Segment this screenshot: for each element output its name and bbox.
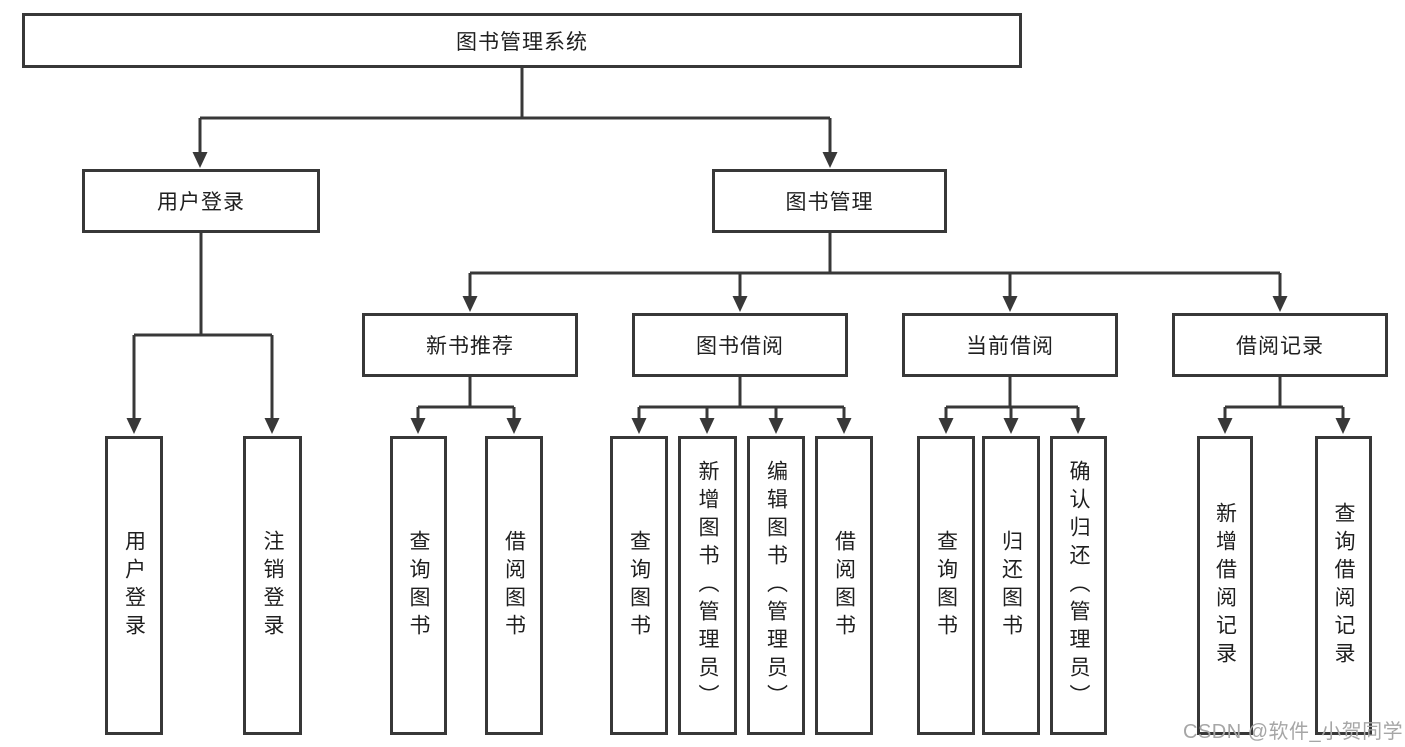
leaf-add-book-admin: 新增图书（管理员） [678, 436, 737, 735]
leaf-query-books-borrowing-label: 查询图书 [627, 529, 651, 642]
leaf-query-books-current: 查询图书 [917, 436, 975, 735]
node-borrowing-records: 借阅记录 [1172, 313, 1388, 377]
leaf-borrow-books-borrowing: 借阅图书 [815, 436, 873, 735]
csdn-watermark: CSDN @软件_小贺同学 [1183, 721, 1404, 743]
leaf-logout: 注销登录 [243, 436, 302, 735]
leaf-query-books-borrowing: 查询图书 [610, 436, 668, 735]
node-book-management: 图书管理 [712, 169, 947, 233]
leaf-add-borrow-record: 新增借阅记录 [1197, 436, 1253, 735]
leaf-query-borrow-record: 查询借阅记录 [1315, 436, 1372, 735]
leaf-return-books: 归还图书 [982, 436, 1040, 735]
node-current-borrowing: 当前借阅 [902, 313, 1118, 377]
node-user-login: 用户登录 [82, 169, 320, 233]
leaf-logout-label: 注销登录 [261, 529, 284, 642]
leaf-user-login-label: 用户登录 [122, 529, 146, 642]
leaf-return-books-label: 归还图书 [999, 529, 1023, 642]
leaf-query-books-recommend: 查询图书 [390, 436, 447, 735]
leaf-borrow-books-recommend-label: 借阅图书 [502, 529, 526, 642]
leaf-query-books-recommend-label: 查询图书 [407, 529, 430, 642]
node-book-borrowing: 图书借阅 [632, 313, 848, 377]
leaf-confirm-return-admin: 确认归还（管理员） [1050, 436, 1107, 735]
leaf-query-books-current-label: 查询图书 [934, 529, 958, 642]
leaf-borrow-books-borrowing-label: 借阅图书 [832, 529, 856, 642]
leaf-add-borrow-record-label: 新增借阅记录 [1213, 501, 1237, 670]
leaf-edit-book-admin-label: 编辑图书（管理员） [764, 459, 788, 712]
leaf-query-borrow-record-label: 查询借阅记录 [1332, 501, 1355, 670]
leaf-borrow-books-recommend: 借阅图书 [485, 436, 543, 735]
leaf-add-book-admin-label: 新增图书（管理员） [696, 459, 719, 712]
leaf-confirm-return-admin-label: 确认归还（管理员） [1067, 459, 1090, 712]
leaf-edit-book-admin: 编辑图书（管理员） [747, 436, 805, 735]
leaf-user-login: 用户登录 [105, 436, 163, 735]
node-new-book-recommendation: 新书推荐 [362, 313, 578, 377]
node-library-management-system: 图书管理系统 [22, 13, 1022, 68]
